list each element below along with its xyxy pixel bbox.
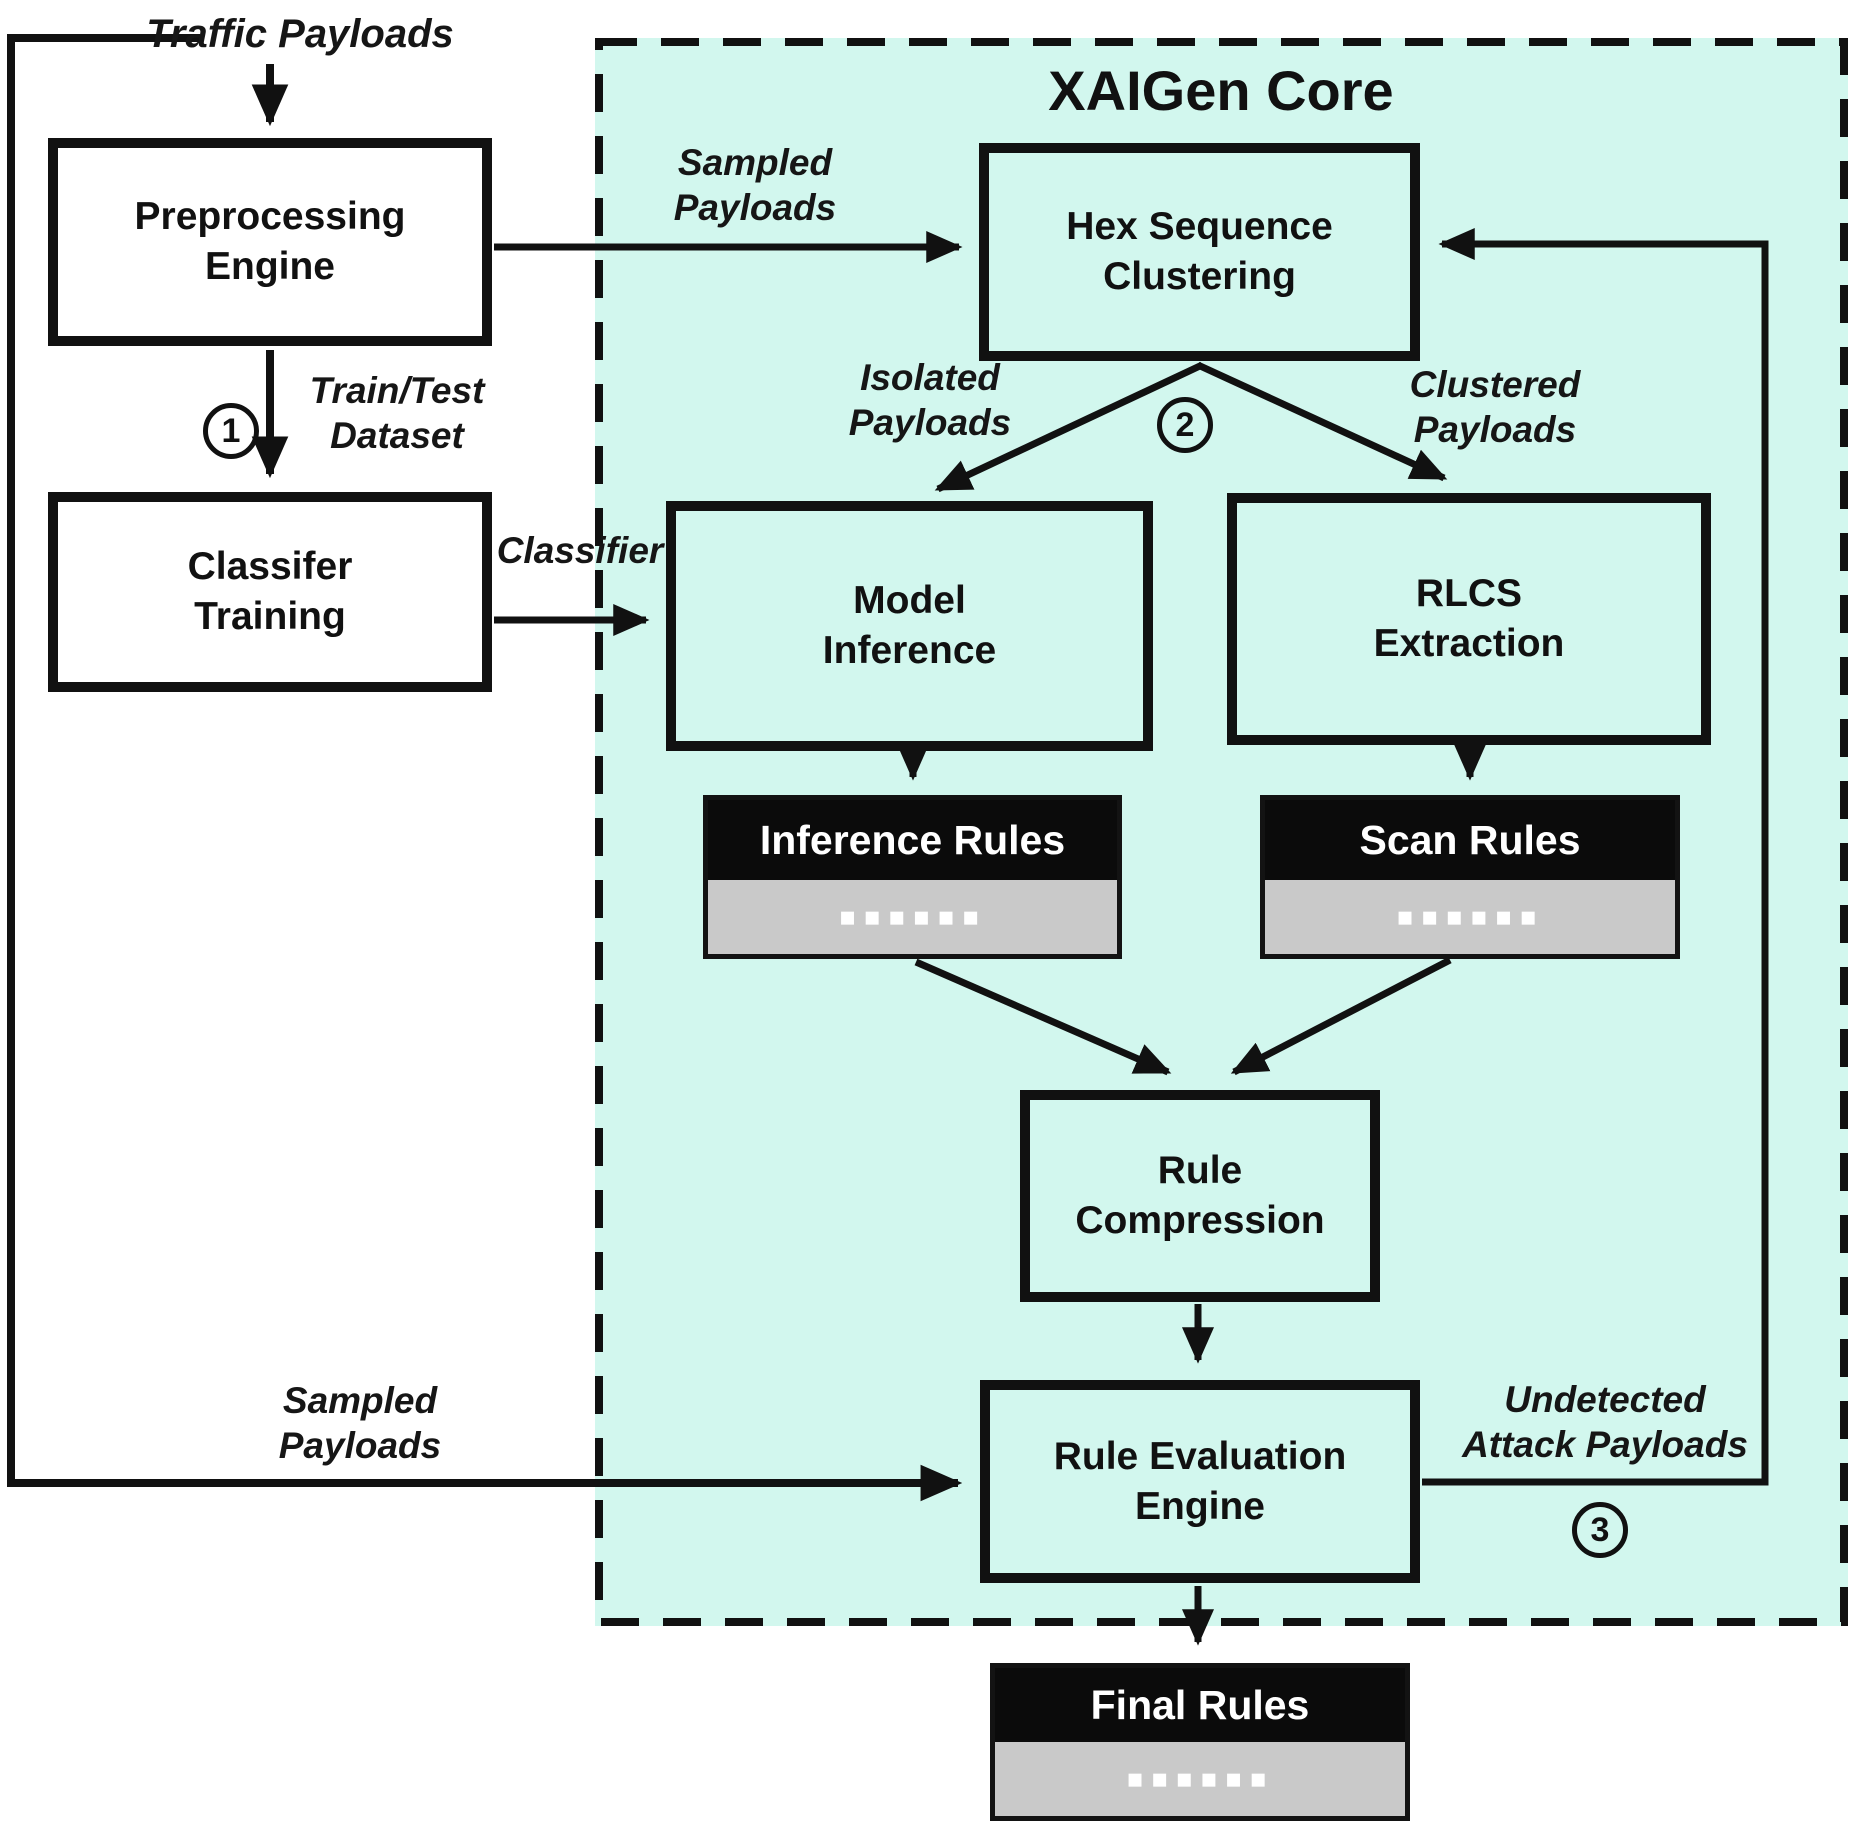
node-model-inference: Model Inference (666, 501, 1153, 751)
node-rlcs-extraction: RLCS Extraction (1227, 493, 1711, 745)
arrow-sampled-payloads-to-rule-evaluation (7, 34, 963, 1502)
node-preprocessing-engine: Preprocessing Engine (48, 138, 492, 346)
arrow-hex-to-model-inference (934, 361, 1204, 493)
step-1-badge: 1 (203, 403, 259, 459)
xaigen-core-title: XAIGen Core (1048, 59, 1394, 122)
scan-rules-header: Scan Rules (1265, 800, 1675, 880)
label-clustered-payloads: Clustered Payloads (1409, 364, 1581, 451)
label-isolated-payloads: Isolated Payloads (848, 357, 1012, 444)
artifact-final-rules: Final Rules ▪▪▪▪▪▪ (990, 1663, 1410, 1821)
node-hex-sequence-clustering: Hex Sequence Clustering (979, 143, 1420, 361)
label-undetected-attack-payloads: Undetected Attack Payloads (1462, 1379, 1748, 1466)
arrow-undetected-feedback-to-hex (1422, 227, 1769, 1486)
arrow-inference-rules-to-compression (914, 958, 1172, 1076)
final-rules-header: Final Rules (995, 1668, 1405, 1742)
arrow-scan-rules-to-compression (1230, 956, 1452, 1076)
node-rule-compression: Rule Compression (1020, 1090, 1380, 1302)
inference-rules-body: ▪▪▪▪▪▪ (708, 880, 1117, 954)
node-rule-evaluation-engine: Rule Evaluation Engine (980, 1380, 1420, 1583)
arrow-hex-to-rlcs (1196, 361, 1448, 482)
inference-rules-header: Inference Rules (708, 800, 1117, 880)
artifact-inference-rules: Inference Rules ▪▪▪▪▪▪ (703, 795, 1122, 959)
label-sampled-payloads-top: Sampled Payloads (673, 142, 837, 229)
node-classifier-training: Classifer Training (48, 492, 492, 692)
label-train-test-dataset: Train/Test Dataset (309, 370, 485, 457)
scan-rules-body: ▪▪▪▪▪▪ (1265, 880, 1675, 954)
label-traffic-payloads: Traffic Payloads (146, 12, 454, 56)
label-sampled-payloads-bottom: Sampled Payloads (278, 1380, 442, 1467)
step-2-badge: 2 (1157, 397, 1213, 453)
xaigen-core-dashed-border (595, 38, 1848, 1626)
final-rules-body: ▪▪▪▪▪▪ (995, 1742, 1405, 1816)
label-classifier: Classifier (496, 530, 664, 571)
artifact-scan-rules: Scan Rules ▪▪▪▪▪▪ (1260, 795, 1680, 959)
step-3-badge: 3 (1572, 1502, 1628, 1558)
